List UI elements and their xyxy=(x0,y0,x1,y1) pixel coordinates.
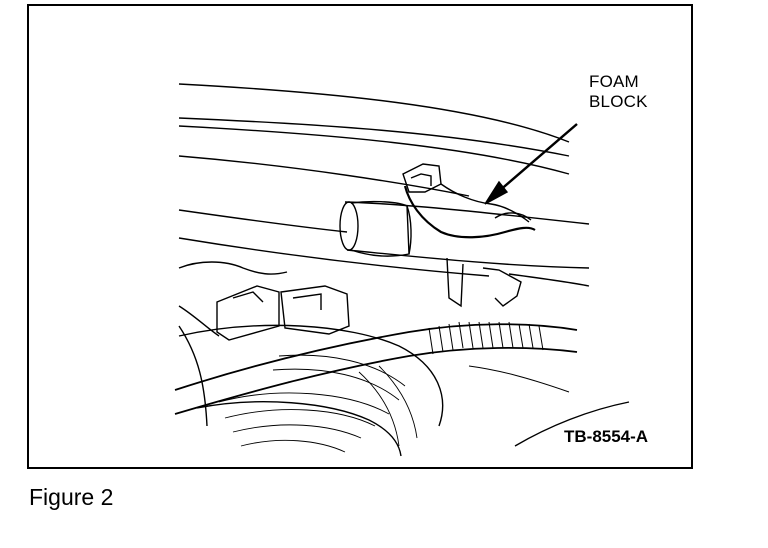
callout-line-2: BLOCK xyxy=(589,92,648,111)
figure-frame: FOAM BLOCK TB-8554-A xyxy=(27,4,693,469)
callout-line-1: FOAM xyxy=(589,72,639,91)
figure-caption: Figure 2 xyxy=(29,484,114,510)
foam-block-callout: FOAM BLOCK xyxy=(589,72,648,112)
foam-block-illustration xyxy=(174,83,630,457)
figure-reference-code: TB-8554-A xyxy=(564,427,649,446)
